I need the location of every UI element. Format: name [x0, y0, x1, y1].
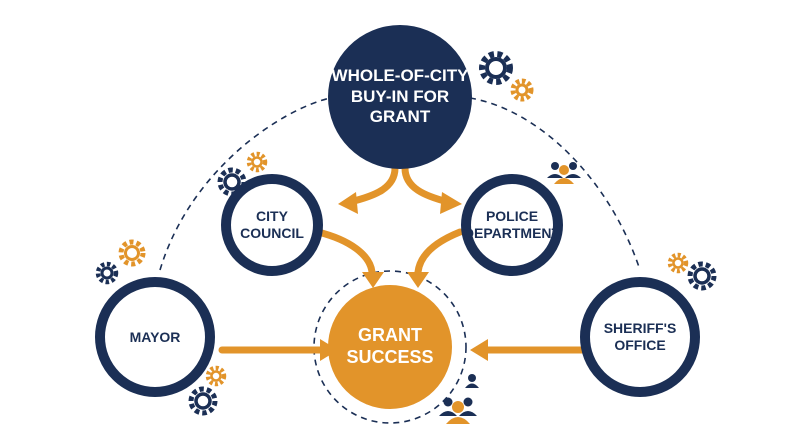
gear-icon [118, 239, 146, 267]
arrowhead-council [338, 192, 358, 214]
node-center-label: GRANT SUCCESS [346, 325, 434, 367]
node-police-circle [461, 174, 563, 276]
arrowhead-police-center [407, 272, 429, 288]
gear-icon [95, 261, 119, 285]
node-center-circle [328, 285, 452, 409]
arrow-top-to-police [401, 164, 452, 206]
gear-icon [246, 151, 268, 173]
node-sheriff-circle [580, 277, 700, 397]
arrow-top-to-council [346, 164, 399, 206]
node-city-council-label: CITY COUNCIL [240, 208, 304, 241]
people-icon [465, 374, 479, 388]
gear-icon [510, 78, 534, 102]
arrowhead-police [440, 192, 462, 214]
center-dashed-ring [313, 270, 467, 424]
arrows [218, 164, 586, 354]
node-mayor-label: MAYOR [129, 328, 181, 345]
people-icon [439, 397, 477, 424]
arrow-police-to-center [414, 228, 464, 276]
gear-icon [479, 51, 513, 85]
node-city-council-circle [221, 174, 323, 276]
gear-icon [667, 252, 689, 274]
arrowhead-council-center [362, 272, 384, 288]
dashed-outer-arc [159, 97, 641, 271]
node-top-circle [328, 25, 472, 169]
node-police-label: POLICE DEPARTMENT [463, 208, 561, 241]
node-top-label: WHOLE-OF-CITY BUY-IN FOR GRANT [331, 66, 469, 127]
gear-icon [687, 261, 717, 291]
people-icon [547, 162, 581, 184]
gear-icon [188, 386, 218, 416]
gear-icon [205, 365, 227, 387]
arrowhead-sheriff-center [470, 339, 488, 361]
gear-icon [217, 167, 247, 197]
arrow-council-to-center [314, 228, 376, 276]
node-sheriff-label: SHERIFF'S OFFICE [603, 320, 677, 353]
node-mayor-circle [95, 277, 215, 397]
arrowheads [320, 192, 488, 361]
